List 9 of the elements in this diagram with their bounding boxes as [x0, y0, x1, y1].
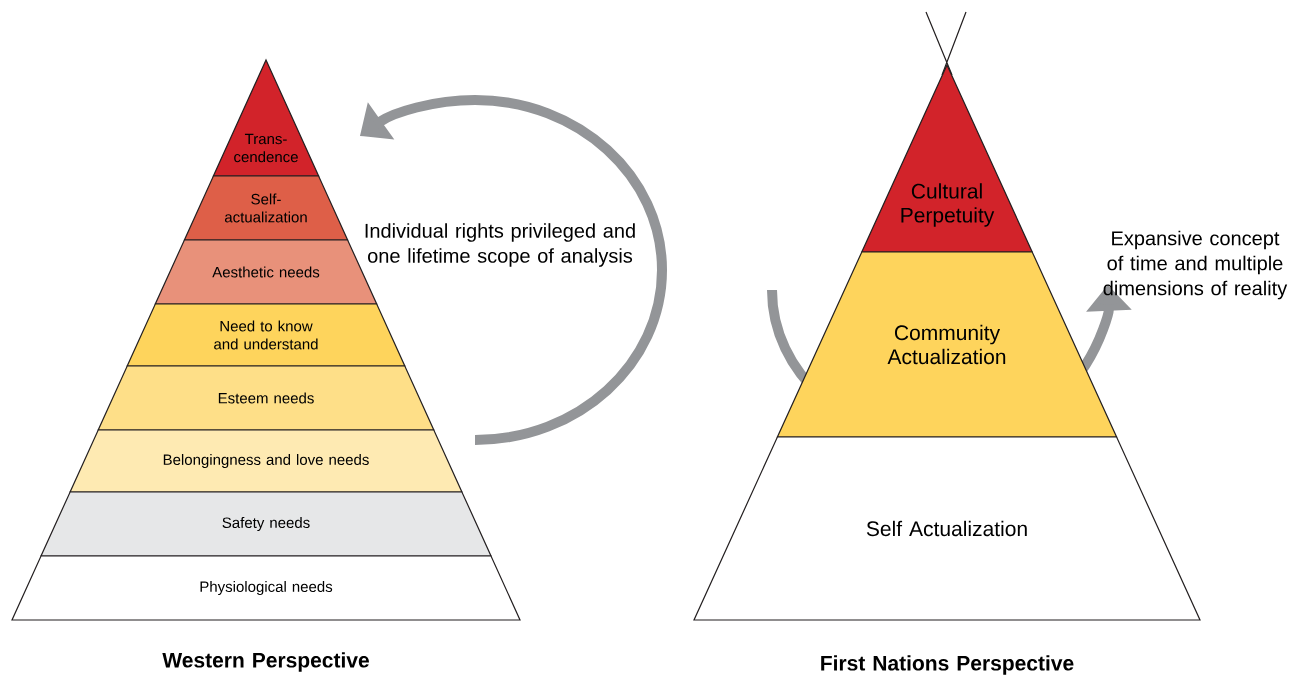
caption: Western Perspective — [162, 652, 369, 672]
pyramid-band: Self Actualization — [693, 436, 1201, 621]
pyramid-band: Esteem needs — [97, 365, 435, 431]
pyramid-band: Need to know and understand — [126, 303, 406, 367]
caption: First Nations Perspective — [821, 655, 1074, 675]
pyramid-band: Belongingness and love needs — [69, 429, 463, 493]
pyramid-band: Self- actualization — [183, 175, 349, 241]
pyramid-band: Physiological needs — [11, 555, 521, 621]
pyramid-band: Safety needs — [40, 491, 492, 557]
